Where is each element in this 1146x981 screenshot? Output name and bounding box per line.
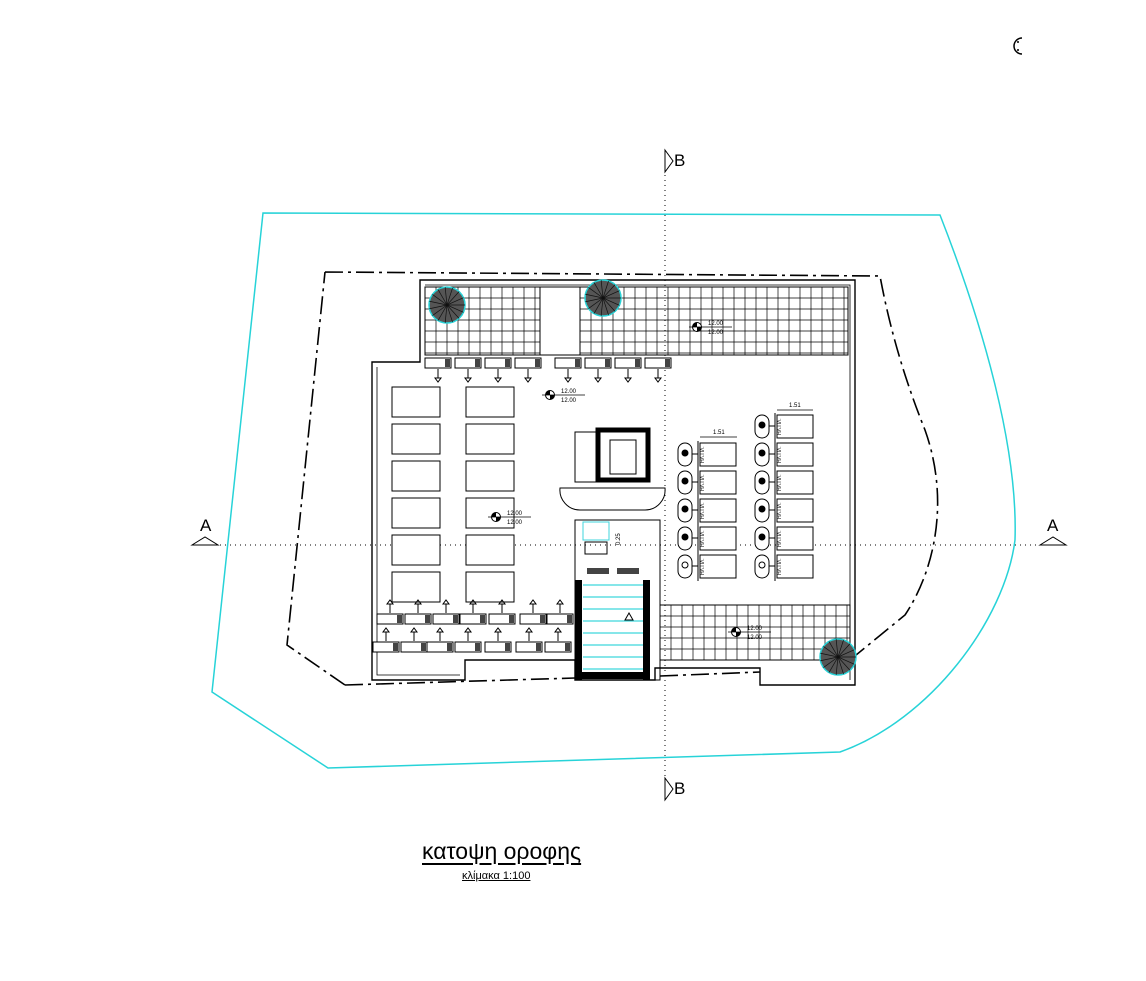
solar-water-heater: ΗΛ.ΠΛ.: [754, 554, 814, 579]
section-marker-b-top: [664, 148, 674, 174]
parapet-inner: [376, 284, 851, 680]
section-marker-a-left: [190, 536, 220, 546]
svg-text:ΗΛ.ΠΛ.: ΗΛ.ΠΛ.: [777, 446, 783, 463]
solar-water-heater: ΗΛ.ΠΛ.: [677, 498, 737, 523]
section-label-a-left: A: [200, 516, 212, 535]
solar-panel: [465, 386, 515, 418]
solar-water-heater: ΗΛ.ΠΛ.: [677, 442, 737, 467]
svg-text:1.51: 1.51: [789, 403, 801, 409]
stair-core: [559, 427, 666, 681]
svg-text:ΗΛ.ΠΛ.: ΗΛ.ΠΛ.: [700, 502, 706, 519]
solar-panel: [465, 497, 515, 529]
elevation-marker: 12.00 12.00: [488, 511, 531, 526]
svg-text:12.00: 12.00: [561, 389, 577, 395]
ac-unit-icon: [584, 357, 612, 383]
solar-water-heater: ΗΛ.ΠΛ.: [677, 526, 737, 551]
solar-water-heater: ΗΛ.ΠΛ.: [754, 470, 814, 495]
ac-unit-icon: [484, 627, 512, 653]
svg-text:12.00: 12.00: [507, 520, 523, 526]
ac-unit-icon: [424, 357, 452, 383]
svg-text:12.00: 12.00: [561, 398, 577, 404]
dimension-1: 1.51: [700, 430, 737, 438]
svg-text:ΗΛ.ΠΛ.: ΗΛ.ΠΛ.: [777, 530, 783, 547]
drawing-title: κατοψη οροφης: [422, 838, 582, 864]
solar-panel: [465, 460, 515, 492]
ac-unit-icon: [488, 599, 516, 625]
solar-panel: [391, 571, 441, 603]
solar-water-heater: ΗΛ.ΠΛ.: [677, 554, 737, 579]
solar-water-heater: ΗΛ.ΠΛ.: [754, 442, 814, 467]
solar-panel: [465, 571, 515, 603]
solar-water-heater: ΗΛ.ΠΛ.: [754, 498, 814, 523]
solar-water-heater: ΗΛ.ΠΛ.: [754, 526, 814, 551]
ac-unit-icon: [484, 357, 512, 383]
spiral-stair-icon: [819, 638, 857, 676]
ac-unit-icon: [515, 627, 543, 653]
ac-unit-icon: [404, 599, 432, 625]
ac-unit-icon: [400, 627, 428, 653]
svg-text:ΗΛ.ΠΛ.: ΗΛ.ΠΛ.: [777, 502, 783, 519]
solar-panel: [465, 534, 515, 566]
ac-unit-icon: [426, 627, 454, 653]
svg-text:12.00: 12.00: [747, 635, 763, 641]
solar-panel: [391, 460, 441, 492]
compass-icon: [1013, 37, 1023, 55]
spiral-stair-icon: [584, 279, 622, 317]
elevation-marker: 12.00 12.00: [728, 626, 771, 641]
svg-text:12.00: 12.00: [507, 511, 523, 517]
tiled-terrace-1: [424, 286, 541, 356]
ac-unit-icon: [454, 627, 482, 653]
section-label-b-bottom: B: [674, 779, 686, 798]
svg-text:ΗΛ.ΠΛ.: ΗΛ.ΠΛ.: [700, 558, 706, 575]
ac-unit-icon: [432, 599, 460, 625]
elevation-marker: 12.00 12.00: [689, 321, 732, 336]
ac-unit-icon: [459, 599, 487, 625]
solar-panel: [391, 534, 441, 566]
section-marker-b-bottom: [664, 776, 674, 802]
drawing-scale: κλίμακα 1:100: [462, 870, 531, 882]
solar-water-heater: ΗΛ.ΠΛ.: [677, 470, 737, 495]
ac-unit-icon: [544, 627, 572, 653]
ac-unit-icon: [614, 357, 642, 383]
site-boundary: [211, 212, 1016, 769]
roof-overhang-outline-bottom: [344, 671, 761, 686]
ac-unit-icon: [454, 357, 482, 383]
ac-unit-icon: [546, 599, 574, 625]
door-dimension: 0.25: [616, 533, 622, 545]
svg-text:ΗΛ.ΠΛ.: ΗΛ.ΠΛ.: [777, 418, 783, 435]
svg-text:ΗΛ.ΠΛ.: ΗΛ.ΠΛ.: [777, 474, 783, 491]
svg-text:1.51: 1.51: [713, 430, 725, 436]
ac-unit-icon: [372, 627, 400, 653]
section-marker-a-right: [1038, 536, 1068, 546]
spiral-stair-icon: [428, 286, 466, 324]
tiled-terrace-3: [659, 604, 851, 661]
solar-panel: [391, 386, 441, 418]
svg-text:ΗΛ.ΠΛ.: ΗΛ.ΠΛ.: [700, 474, 706, 491]
solar-water-heater: ΗΛ.ΠΛ.: [754, 414, 814, 439]
svg-text:12.00: 12.00: [747, 626, 763, 632]
solar-panel: [465, 423, 515, 455]
roof-overhang-outline: [286, 271, 939, 686]
section-label-b-top: B: [674, 151, 686, 170]
dimension-2: 1.51: [777, 403, 813, 411]
ac-unit-icon: [376, 599, 404, 625]
svg-text:ΗΛ.ΠΛ.: ΗΛ.ΠΛ.: [777, 558, 783, 575]
solar-panel: [391, 423, 441, 455]
ac-unit-icon: [644, 357, 672, 383]
section-label-a-right: A: [1047, 516, 1059, 535]
ac-unit-icon: [554, 357, 582, 383]
ac-unit-icon: [519, 599, 547, 625]
svg-text:12.00: 12.00: [708, 330, 724, 336]
tiled-terrace-2: [579, 286, 849, 356]
svg-text:ΗΛ.ΠΛ.: ΗΛ.ΠΛ.: [700, 530, 706, 547]
ac-unit-icon: [514, 357, 542, 383]
svg-text:ΗΛ.ΠΛ.: ΗΛ.ΠΛ.: [700, 446, 706, 463]
elevation-marker: 12.00 12.00: [542, 389, 585, 404]
solar-panel: [391, 497, 441, 529]
svg-text:12.00: 12.00: [708, 321, 724, 327]
